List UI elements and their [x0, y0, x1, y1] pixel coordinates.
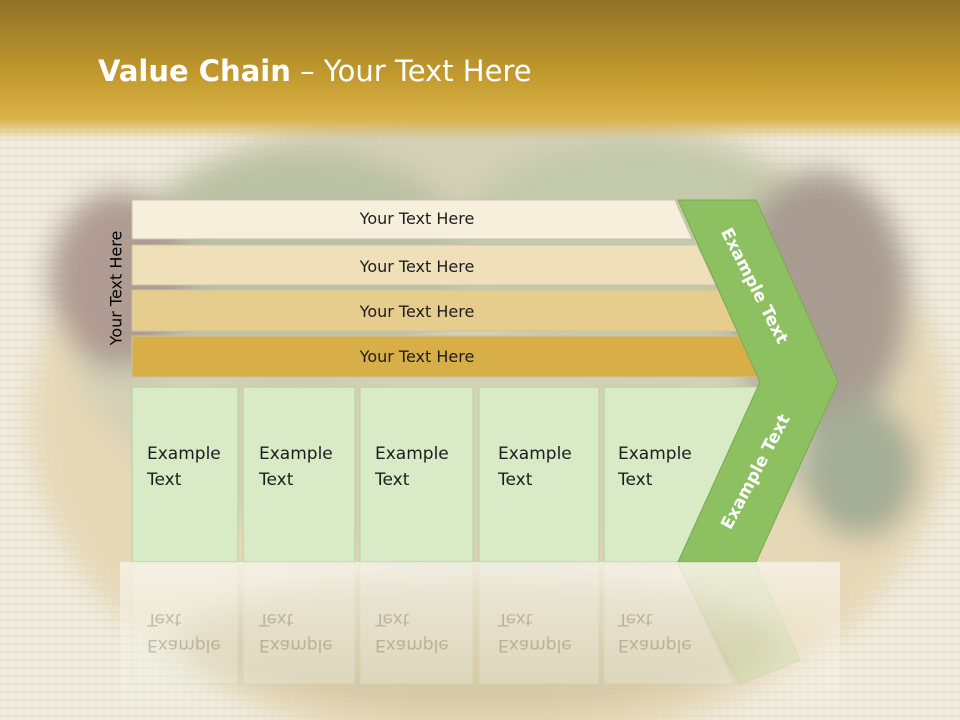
box-label-4-line1: Example	[498, 444, 572, 464]
title-bold: Value Chain	[98, 54, 291, 88]
row-label-2: Your Text Here	[359, 257, 475, 276]
box-label-2-line1: Example	[259, 444, 333, 464]
box-reflection-1-line1: Example	[147, 635, 221, 655]
box-label-3-line1: Example	[375, 444, 449, 464]
activity-box-3	[359, 386, 474, 563]
box-label-4-line2: Text	[498, 470, 533, 490]
box-reflection-5-line1: Example	[618, 635, 692, 655]
box-label-1: Example Text	[147, 441, 221, 493]
box-reflection-3-line1: Example	[375, 635, 449, 655]
box-reflection-4: Example Text	[498, 606, 572, 658]
row-label-4: Your Text Here	[359, 347, 475, 366]
box-label-3-line2: Text	[375, 470, 410, 490]
box-label-2: Example Text	[259, 441, 333, 493]
box-reflection-4-line2: Text	[498, 609, 533, 629]
slide-title: Value Chain – Your Text Here	[98, 54, 532, 88]
activity-box-2	[242, 386, 356, 563]
box-reflection-2-line1: Example	[259, 635, 333, 655]
box-label-5: Example Text	[618, 441, 692, 493]
box-reflection-1-line2: Text	[147, 609, 182, 629]
box-reflection-3-line2: Text	[375, 609, 410, 629]
header-bar	[0, 0, 960, 140]
box-label-4: Example Text	[498, 441, 572, 493]
box-label-2-line2: Text	[259, 470, 294, 490]
box-label-5-line1: Example	[618, 444, 692, 464]
box-reflection-5-line2: Text	[618, 609, 653, 629]
box-reflection-3: Example Text	[375, 606, 449, 658]
box-reflection-4-line1: Example	[498, 635, 572, 655]
box-label-3: Example Text	[375, 441, 449, 493]
box-label-1-line1: Example	[147, 444, 221, 464]
row-bar-1	[131, 199, 693, 240]
box-reflection-2-line2: Text	[259, 609, 294, 629]
box-reflection-1: Example Text	[147, 606, 221, 658]
row-label-1: Your Text Here	[359, 209, 475, 228]
box-reflection-2: Example Text	[259, 606, 333, 658]
row-label-3: Your Text Here	[359, 302, 475, 321]
activity-box-4	[478, 386, 600, 563]
activity-box-1	[131, 386, 239, 563]
box-label-1-line2: Text	[147, 470, 182, 490]
title-rest: – Your Text Here	[290, 54, 532, 88]
box-reflection-5: Example Text	[618, 606, 692, 658]
box-label-5-line2: Text	[618, 470, 653, 490]
